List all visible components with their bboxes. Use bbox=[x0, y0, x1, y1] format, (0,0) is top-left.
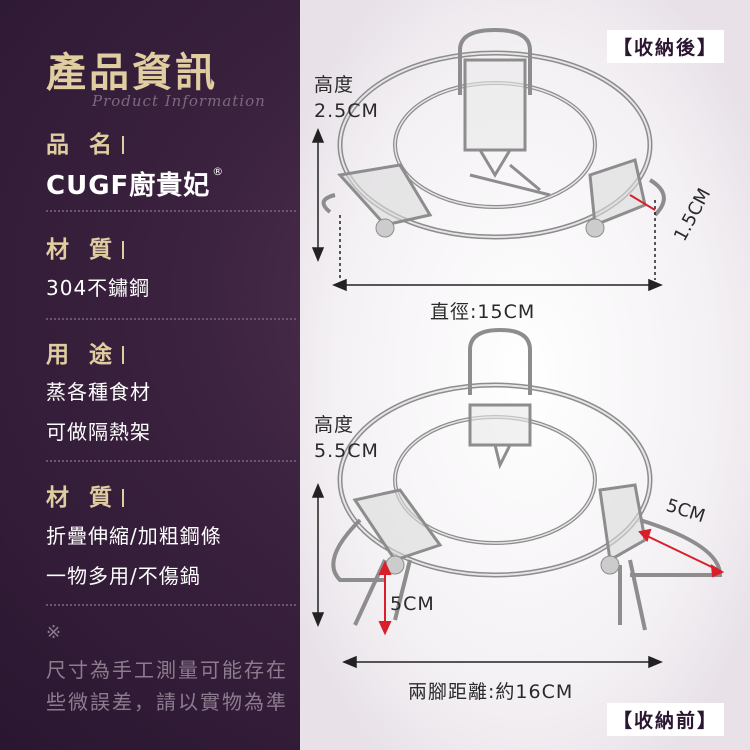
product-diagram bbox=[300, 0, 750, 750]
note-mark: ※ bbox=[46, 622, 62, 643]
steamer-rack-folded bbox=[321, 27, 666, 240]
bottom-height-value: 5.5CM bbox=[314, 440, 379, 462]
divider bbox=[46, 318, 296, 320]
info-panel: 產品資訊 Product Information 品 名 CUGF廚貴妃® 材 … bbox=[0, 0, 300, 750]
usage-line-2: 可做隔熱架 bbox=[46, 420, 151, 444]
feet-distance-label: 兩腳距離:約16CM bbox=[408, 681, 574, 703]
page-title: 產品資訊 bbox=[46, 50, 218, 96]
features-line-2: 一物多用/不傷鍋 bbox=[46, 564, 201, 588]
material-value: 304不鏽鋼 bbox=[46, 276, 151, 300]
features-line-1: 折疊伸縮/加粗鋼條 bbox=[46, 524, 222, 548]
note-line-2: 些微誤差，請以實物為準 bbox=[46, 690, 288, 714]
label-material: 材 質 bbox=[46, 230, 125, 264]
bottom-height-label: 高度 bbox=[314, 414, 355, 436]
page-subtitle: Product Information bbox=[92, 92, 266, 110]
tag-stored: 【收納後】 bbox=[607, 30, 725, 63]
tag-unfolded: 【收納前】 bbox=[607, 703, 725, 736]
top-height-value: 2.5CM bbox=[314, 100, 379, 122]
top-height-label: 高度 bbox=[314, 74, 355, 96]
red-measure-line bbox=[629, 194, 656, 211]
diameter-label: 直徑:15CM bbox=[430, 301, 536, 323]
label-features: 材 質 bbox=[46, 478, 125, 512]
divider bbox=[46, 460, 296, 462]
label-product-name: 品 名 bbox=[46, 125, 125, 159]
red-measure-lines bbox=[378, 528, 725, 636]
label-usage: 用 途 bbox=[46, 335, 125, 369]
brand-logo: CUGF廚貴妃® bbox=[46, 165, 225, 201]
leg-height-dimension: 5CM bbox=[390, 593, 435, 615]
usage-line-1: 蒸各種食材 bbox=[46, 380, 151, 404]
note-line-1: 尺寸為手工測量可能存在 bbox=[46, 658, 288, 682]
top-dimension-lines bbox=[311, 128, 663, 292]
divider bbox=[46, 210, 296, 212]
bottom-dimension-lines bbox=[311, 483, 663, 669]
divider bbox=[46, 604, 296, 606]
